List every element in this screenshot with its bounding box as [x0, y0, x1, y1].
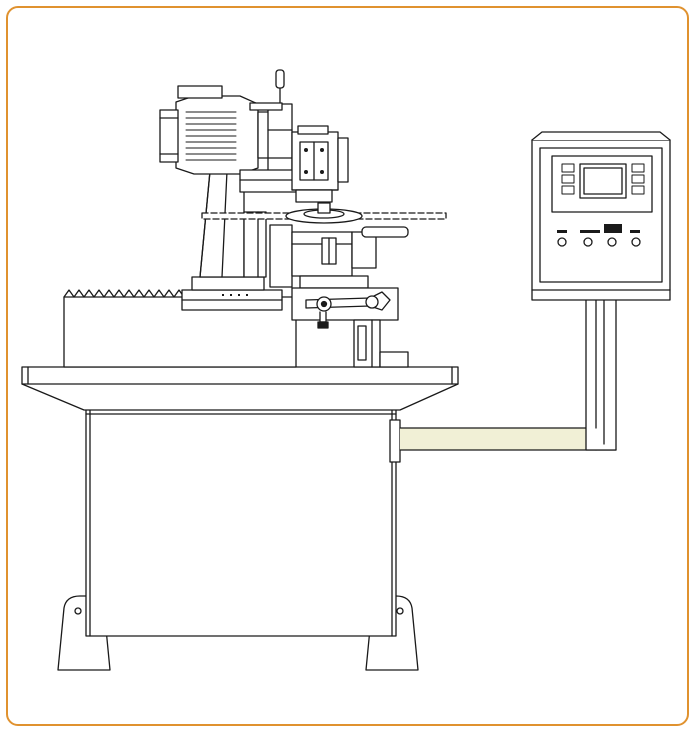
cabinet [85, 407, 397, 637]
rack [63, 276, 297, 368]
motor [159, 85, 271, 175]
carriage [269, 224, 409, 368]
control-screen [579, 163, 627, 199]
saw-blade [201, 202, 447, 224]
control-panel [531, 131, 671, 301]
grinding-head [239, 69, 349, 203]
support-arm [389, 295, 617, 463]
table [21, 366, 459, 411]
